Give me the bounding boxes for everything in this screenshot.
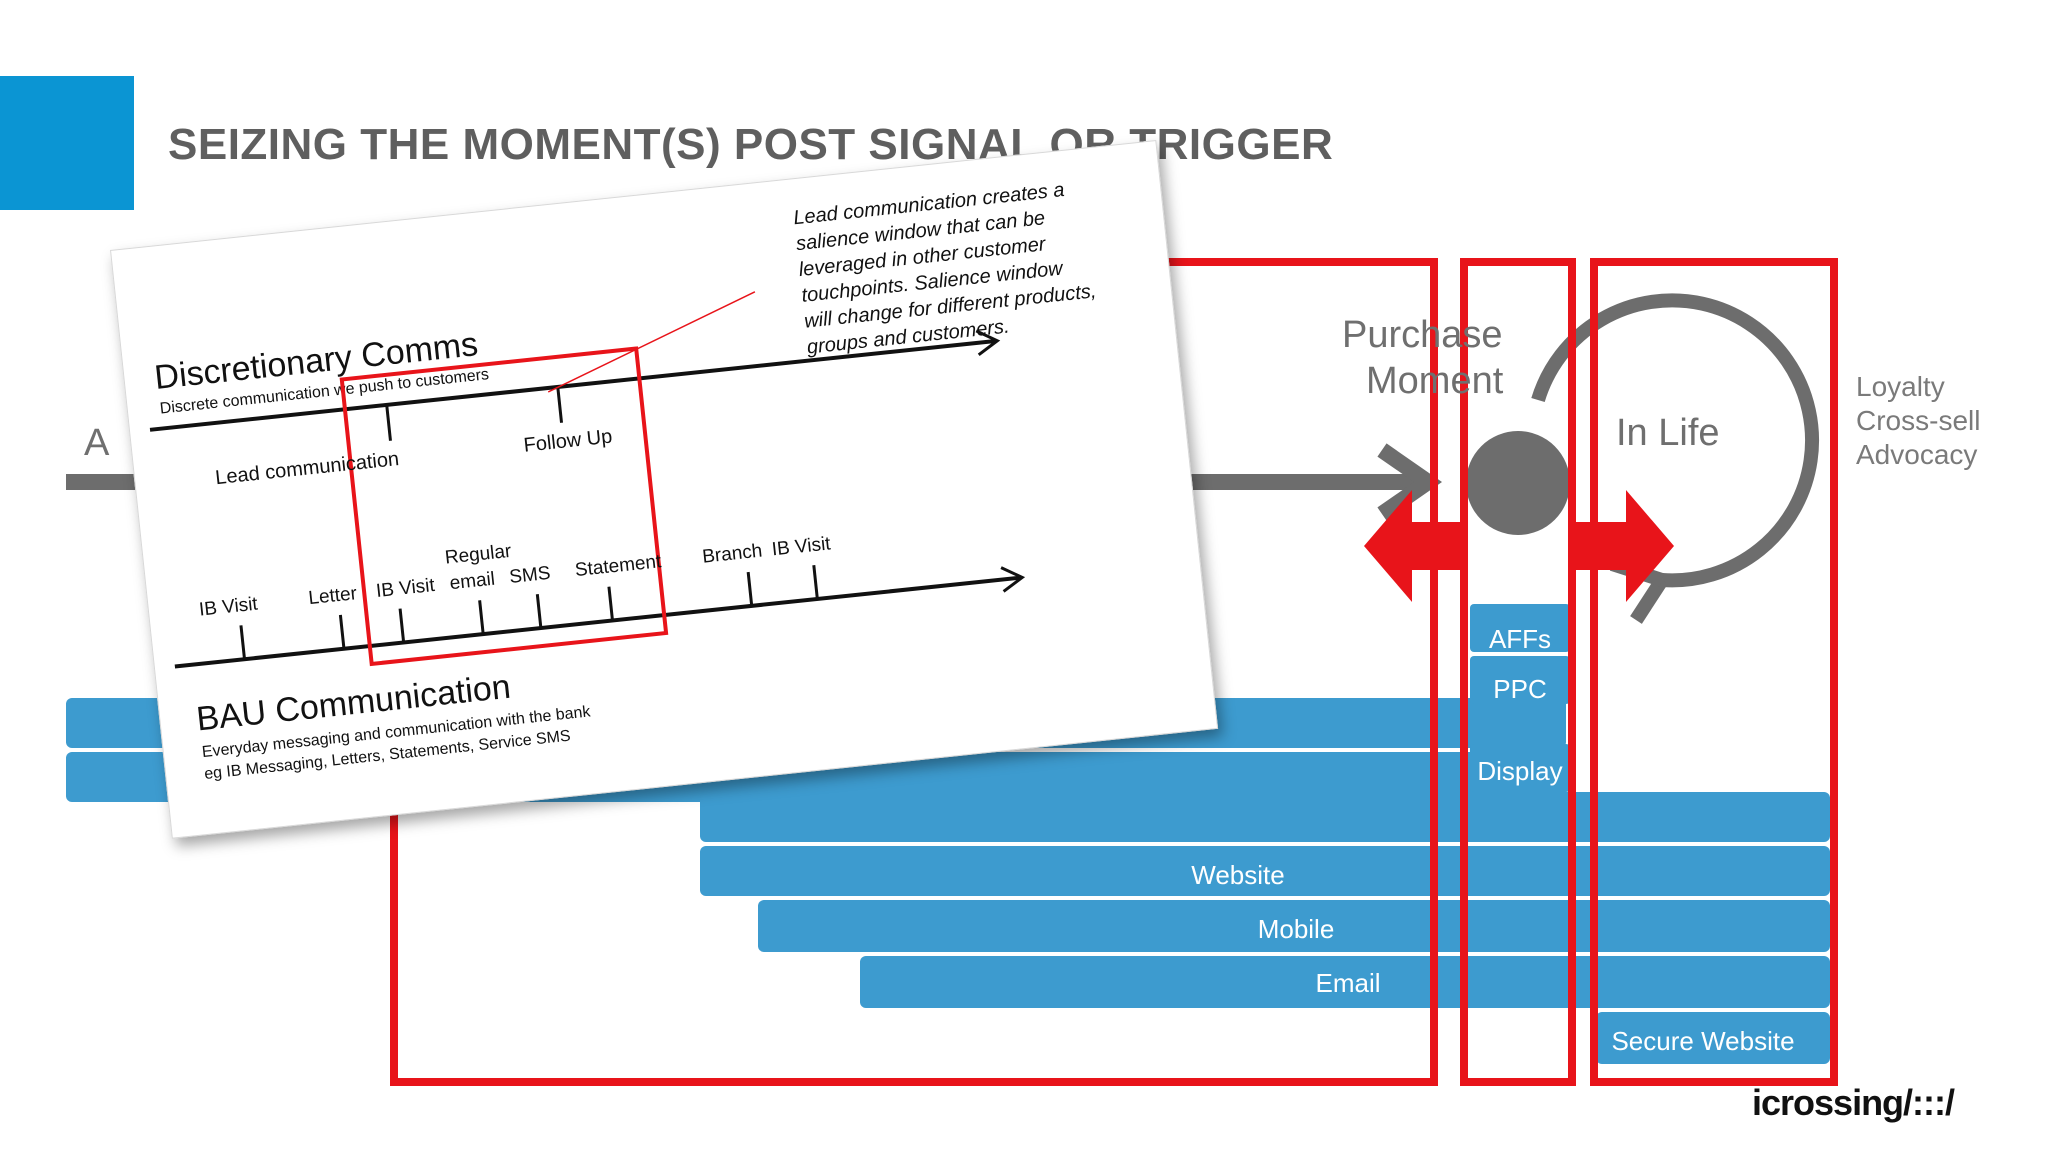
loyalty-label: Loyalty xyxy=(1856,371,1945,402)
website-label: Website xyxy=(1191,860,1285,890)
website-bar xyxy=(700,846,1830,896)
secure-website-label: Secure Website xyxy=(1611,1026,1795,1056)
in-life-label: In Life xyxy=(1616,412,1720,454)
stage-left-partial: A xyxy=(84,422,110,464)
icrossing-logo: icrossing/:::/ xyxy=(1752,1082,1955,1123)
affs-bar xyxy=(1470,604,1570,652)
salience-window-box xyxy=(339,346,669,667)
accent-block xyxy=(0,76,134,210)
highlight-box-in-life xyxy=(1590,258,1838,1086)
inset-timelines xyxy=(149,291,1026,669)
advocacy-label: Advocacy xyxy=(1856,439,1978,470)
ppc-bar xyxy=(1470,656,1570,704)
display-bar xyxy=(1470,744,1570,792)
mobile-label: Mobile xyxy=(1257,914,1335,944)
purchase-moment-dot xyxy=(1466,431,1570,535)
secure-website-bar xyxy=(1596,1012,1830,1064)
email-label: Email xyxy=(1315,968,1381,998)
ppc-label: PPC xyxy=(1493,674,1547,704)
right-red-arrow xyxy=(1576,490,1674,602)
touchpoint-email: email xyxy=(448,568,497,595)
affs-label: AFFs xyxy=(1488,624,1552,654)
inset-diagram: Lead communication creates a salience wi… xyxy=(110,140,1219,839)
display-label: Display xyxy=(1477,756,1563,786)
channel-bar-top xyxy=(700,792,1830,842)
journey-arrowhead xyxy=(1377,443,1443,521)
email-bar xyxy=(860,956,1830,1008)
purchase-label-line1: Purchase xyxy=(1342,314,1503,356)
mobile-bar xyxy=(758,900,1830,952)
cross-sell-label: Cross-sell xyxy=(1856,405,1981,436)
highlight-box-purchase xyxy=(1460,258,1576,1086)
purchase-label-line2: Moment xyxy=(1366,360,1504,402)
left-red-arrow xyxy=(1364,490,1462,602)
touchpoint-sms: SMS xyxy=(508,562,552,588)
